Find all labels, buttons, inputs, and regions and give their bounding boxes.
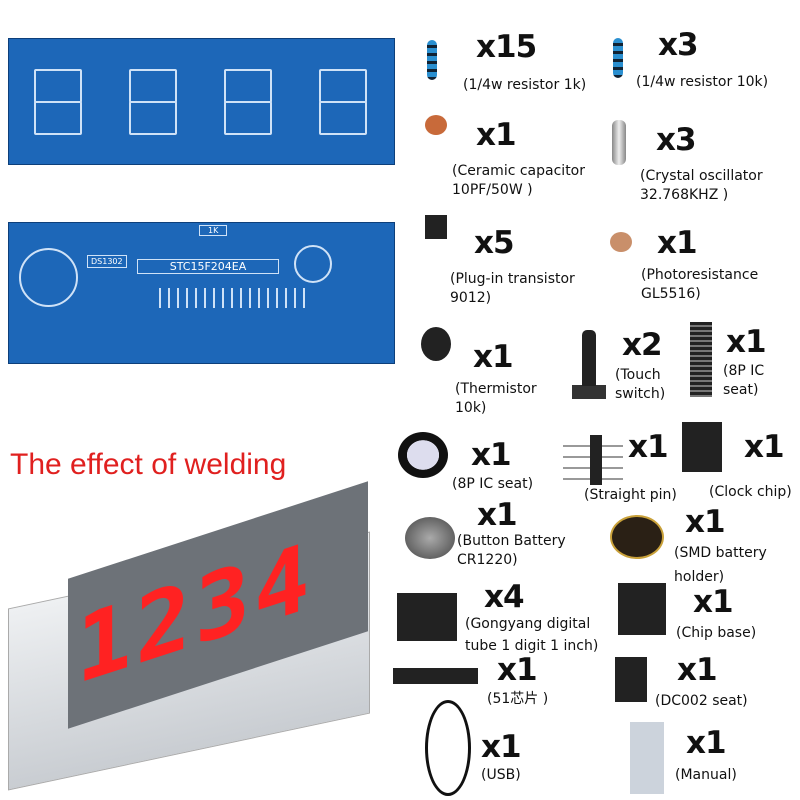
switch-icon <box>582 330 596 386</box>
item-desc: (SMD battery holder) <box>674 545 767 585</box>
item-qty: x1 <box>481 729 522 765</box>
resistor-icon <box>613 38 623 78</box>
item-desc: (Button Battery CR1220) <box>457 533 566 568</box>
item-qty: x1 <box>677 652 718 688</box>
item-qty: x1 <box>693 584 734 620</box>
transistor-icon <box>425 215 447 239</box>
resistor-label: 1K <box>199 225 228 236</box>
item-desc: (Gongyang digital tube 1 digit 1 inch) <box>465 616 599 654</box>
item-qty: x1 <box>657 225 698 261</box>
item-qty: x1 <box>685 504 726 540</box>
item-qty: x4 <box>484 579 525 615</box>
item-qty: x1 <box>628 429 669 465</box>
buzzer-icon <box>398 432 448 478</box>
item-qty: x1 <box>726 324 767 360</box>
chip-label: STC15F204EA <box>137 259 279 274</box>
item-desc: (1/4w resistor 10k) <box>636 74 769 90</box>
item-desc: (8P IC seat) <box>452 476 534 492</box>
battery-icon <box>405 517 455 559</box>
item-qty: x3 <box>656 122 697 158</box>
chip-icon <box>682 422 722 472</box>
item-qty: x1 <box>473 339 514 375</box>
digit-outline <box>224 69 274 139</box>
item-desc: (Chip base) <box>676 625 757 641</box>
item-desc: (DC002 seat) <box>655 693 748 709</box>
item-desc: (Touch switch) <box>615 367 666 402</box>
manual-icon <box>630 722 664 794</box>
assembled-clock: 1234 <box>8 481 388 791</box>
item-desc: (Crystal oscillator 32.768KHZ ) <box>640 168 763 203</box>
ic-socket-icon <box>690 322 712 397</box>
photoresistor-icon <box>610 232 632 252</box>
item-desc: (Photoresistance GL5516) <box>641 267 759 302</box>
item-desc: (Straight pin) <box>584 487 677 503</box>
headline: The effect of welding <box>10 448 287 481</box>
crystal-icon <box>612 120 626 165</box>
digit-outline <box>319 69 369 139</box>
item-qty: x3 <box>658 27 699 63</box>
item-desc: (Clock chip) <box>709 484 792 500</box>
resistor-icon <box>427 40 437 80</box>
item-desc: (51芯片 ) <box>487 691 549 707</box>
item-qty: x1 <box>471 437 512 473</box>
dc-jack-icon <box>615 657 647 702</box>
buzzer-footprint <box>294 245 332 283</box>
item-desc: (Manual) <box>675 767 737 783</box>
item-desc: (Plug-in transistor 9012) <box>450 271 575 306</box>
item-desc: (Ceramic capacitor 10PF/50W ) <box>452 163 585 198</box>
digit-outline <box>34 69 84 139</box>
mcu-chip-icon <box>393 668 478 684</box>
item-qty: x5 <box>474 225 515 261</box>
chip-base-icon <box>618 583 666 635</box>
item-qty: x1 <box>477 497 518 533</box>
item-qty: x2 <box>622 327 663 363</box>
resistor-array <box>159 288 309 308</box>
item-qty: x15 <box>476 29 537 65</box>
capacitor-icon <box>425 115 447 135</box>
rtc-label: DS1302 <box>87 255 127 268</box>
thermistor-icon <box>421 327 451 361</box>
item-desc: (USB) <box>481 767 521 783</box>
item-desc: (1/4w resistor 1k) <box>463 77 587 93</box>
digit-outline <box>129 69 179 139</box>
main-pcb: DS1302 1K STC15F204EA <box>8 222 395 364</box>
switch-icon <box>572 385 606 399</box>
usb-cable-icon <box>425 700 471 796</box>
item-qty: x1 <box>686 725 727 761</box>
item-qty: x1 <box>744 429 785 465</box>
item-desc: (Thermistor 10k) <box>455 381 537 416</box>
digit-tube-icon <box>397 593 457 641</box>
display-pcb <box>8 38 395 165</box>
battery-holder-icon <box>610 515 664 559</box>
battery-footprint <box>19 248 78 307</box>
item-desc: (8P IC seat) <box>723 363 765 398</box>
pin-header-icon <box>590 435 602 485</box>
item-qty: x1 <box>476 117 517 153</box>
item-qty: x1 <box>497 652 538 688</box>
